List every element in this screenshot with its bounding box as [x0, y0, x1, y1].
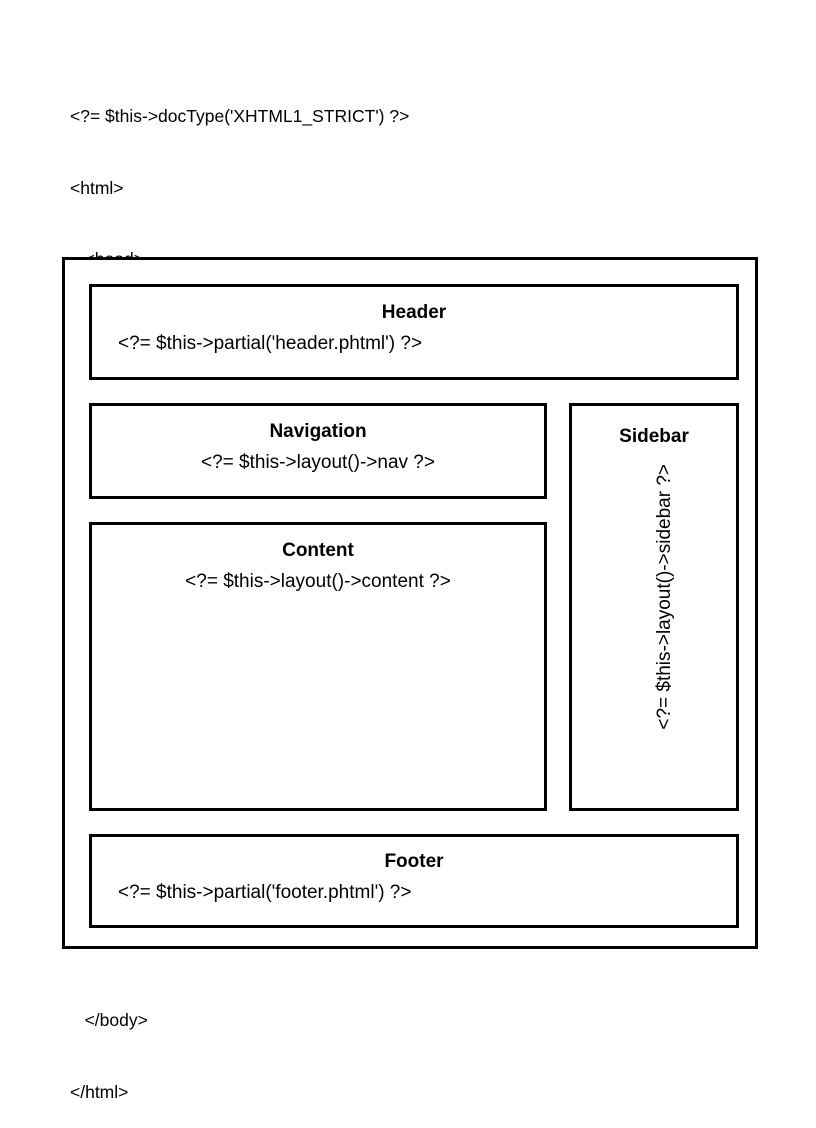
body-layout-box: Header <?= $this->partial('header.phtml'… [62, 257, 758, 949]
region-content: Content <?= $this->layout()->content ?> [89, 522, 547, 811]
code-line: </html> [70, 1081, 129, 1102]
code-line: <html> [70, 177, 124, 198]
region-footer-code: <?= $this->partial('footer.phtml') ?> [118, 882, 412, 903]
region-footer-title: Footer [384, 851, 444, 872]
region-sidebar-code-wrap: <?= $this->layout()->sidebar ?> [572, 462, 736, 808]
code-line: </body> [70, 1010, 148, 1031]
region-header-title: Header [381, 302, 447, 323]
region-sidebar-code: <?= $this->layout()->sidebar ?> [654, 464, 675, 730]
region-header-code: <?= $this->partial('header.phtml') ?> [118, 333, 423, 354]
region-footer: Footer <?= $this->partial('footer.phtml'… [89, 834, 739, 928]
region-sidebar-title: Sidebar [619, 426, 689, 447]
region-header: Header <?= $this->partial('header.phtml'… [89, 284, 739, 380]
code-block-bottom: </body> </html> [70, 962, 148, 1128]
region-navigation: Navigation <?= $this->layout()->nav ?> [89, 403, 547, 499]
region-navigation-code: <?= $this->layout()->nav ?> [201, 452, 435, 473]
region-sidebar: Sidebar <?= $this->layout()->sidebar ?> [569, 403, 739, 811]
region-navigation-title: Navigation [269, 421, 367, 442]
code-line: <?= $this->docType('XHTML1_STRICT') ?> [70, 106, 410, 127]
region-content-code: <?= $this->layout()->content ?> [185, 571, 451, 592]
region-content-title: Content [282, 540, 354, 561]
